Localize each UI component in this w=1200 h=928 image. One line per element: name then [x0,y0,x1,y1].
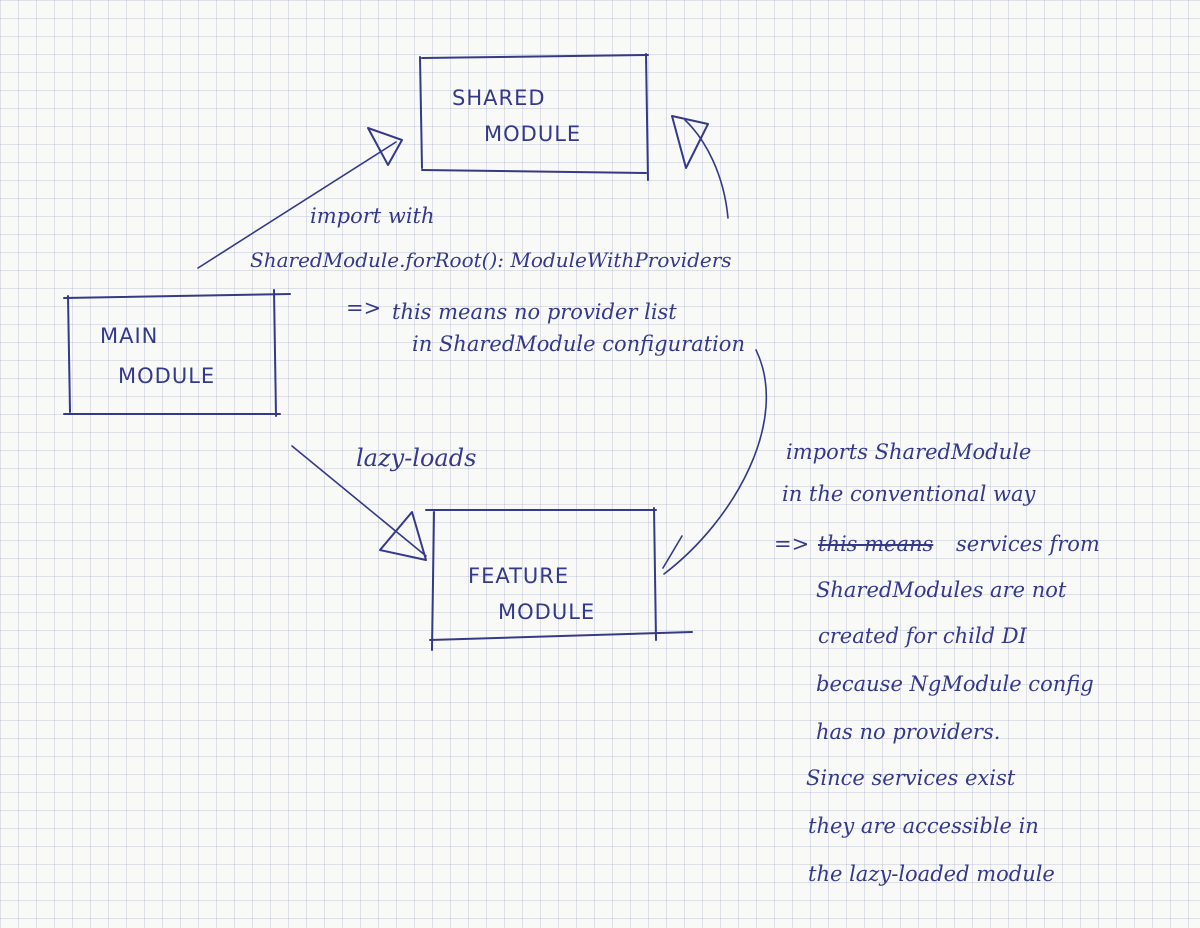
feature-module-label-line2: MODULE [498,600,596,624]
arrow-main-to-feature [291,445,427,561]
shared-module-box [419,53,649,181]
shared-module-label-line2: MODULE [484,122,582,146]
feature-note-line10: the lazy-loaded module [808,862,1055,886]
import-note-arrow: => [346,296,382,320]
feature-note-line8: Since services exist [806,766,1016,790]
import-note-line4: in SharedModule configuration [412,332,745,356]
shared-module-label-line1: SHARED [452,86,546,110]
feature-note-arrow: => [774,532,810,556]
feature-note-line7: has no providers. [816,720,1001,744]
feature-note-line3: services from [956,532,1100,556]
feature-note-line5: created for child DI [818,624,1027,648]
feature-note-line1: imports SharedModule [786,440,1032,464]
import-note-line2: SharedModule.forRoot(): ModuleWithProvid… [250,248,732,272]
feature-note-line9: they are accessible in [808,814,1039,838]
feature-note-line2: in the conventional way [782,482,1036,506]
import-note-line3: this means no provider list [392,300,677,324]
import-note-line1: import with [310,204,435,228]
feature-note-struck-text: this means [818,532,934,556]
feature-module-label-line1: FEATURE [468,564,570,588]
feature-note-line6: because NgModule config [816,672,1094,696]
arrow-feature-to-shared [662,115,767,575]
feature-module-box [425,507,693,651]
main-module-label-line2: MODULE [118,364,216,388]
feature-note-line4: SharedModules are not [816,578,1067,602]
lazy-loads-label: lazy-loads [356,444,477,472]
main-module-box [63,289,291,417]
arrow-main-to-shared [197,127,403,269]
main-module-label-line1: MAIN [100,324,159,348]
